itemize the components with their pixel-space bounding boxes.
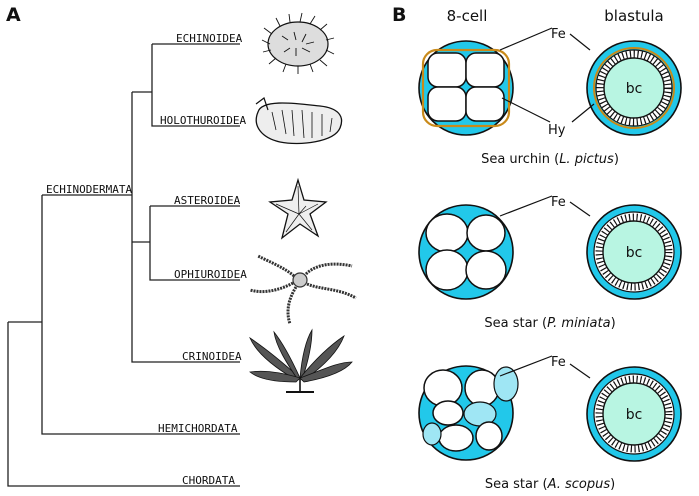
miniata-blastula: bc (586, 204, 682, 300)
taxon-asteroidea: ASTEROIDEA (174, 194, 241, 207)
sea-urchin-illustration (261, 12, 335, 74)
sea-cucumber-illustration (255, 97, 343, 145)
brittle-star-illustration (249, 254, 357, 325)
taxon-ophiuroidea: OPHIUROIDEA (174, 268, 247, 281)
crinoid-illustration (249, 328, 353, 393)
hyaline-layer (421, 48, 511, 128)
blastocoel-label: bc (626, 81, 643, 97)
scopus-blastula: bc (586, 366, 682, 462)
clade-echinodermata: ECHINODERMATA (46, 183, 132, 196)
hy-label: Hy (548, 123, 566, 138)
sea-star-illustration (268, 177, 328, 240)
scopus-8-cell-embryo (418, 365, 519, 461)
fe-label-row1: Fe (551, 27, 566, 42)
blastocoel-label-row3: bc (626, 407, 643, 423)
taxon-chordata: CHORDATA (182, 474, 235, 487)
column-title-8-cell: 8-cell (447, 7, 488, 25)
urchin-8-cell-embryo (418, 40, 514, 136)
panel-b-letter: B (392, 4, 406, 26)
panel-a-letter: A (6, 4, 21, 26)
fe-label-row3: Fe (551, 355, 566, 370)
taxon-crinoidea: CRINOIDEA (182, 350, 242, 363)
species-label-row3: Sea star (A. scopus) (485, 477, 615, 492)
urchin-blastula: bc (586, 40, 682, 136)
miniata-8-cell-embryo (418, 204, 514, 300)
phylogenetic-tree (7, 43, 240, 487)
taxon-hemichordata: HEMICHORDATA (158, 422, 238, 435)
species-label-row2: Sea star (P. miniata) (484, 316, 615, 331)
taxon-echinoidea: ECHINOIDEA (176, 32, 243, 45)
taxon-holothuroidea: HOLOTHUROIDEA (160, 114, 246, 127)
fe-label-row2: Fe (551, 195, 566, 210)
column-title-blastula: blastula (604, 7, 663, 25)
blastocoel-label-row2: bc (626, 245, 643, 261)
species-label-row1: Sea urchin (L. pictus) (481, 152, 619, 167)
